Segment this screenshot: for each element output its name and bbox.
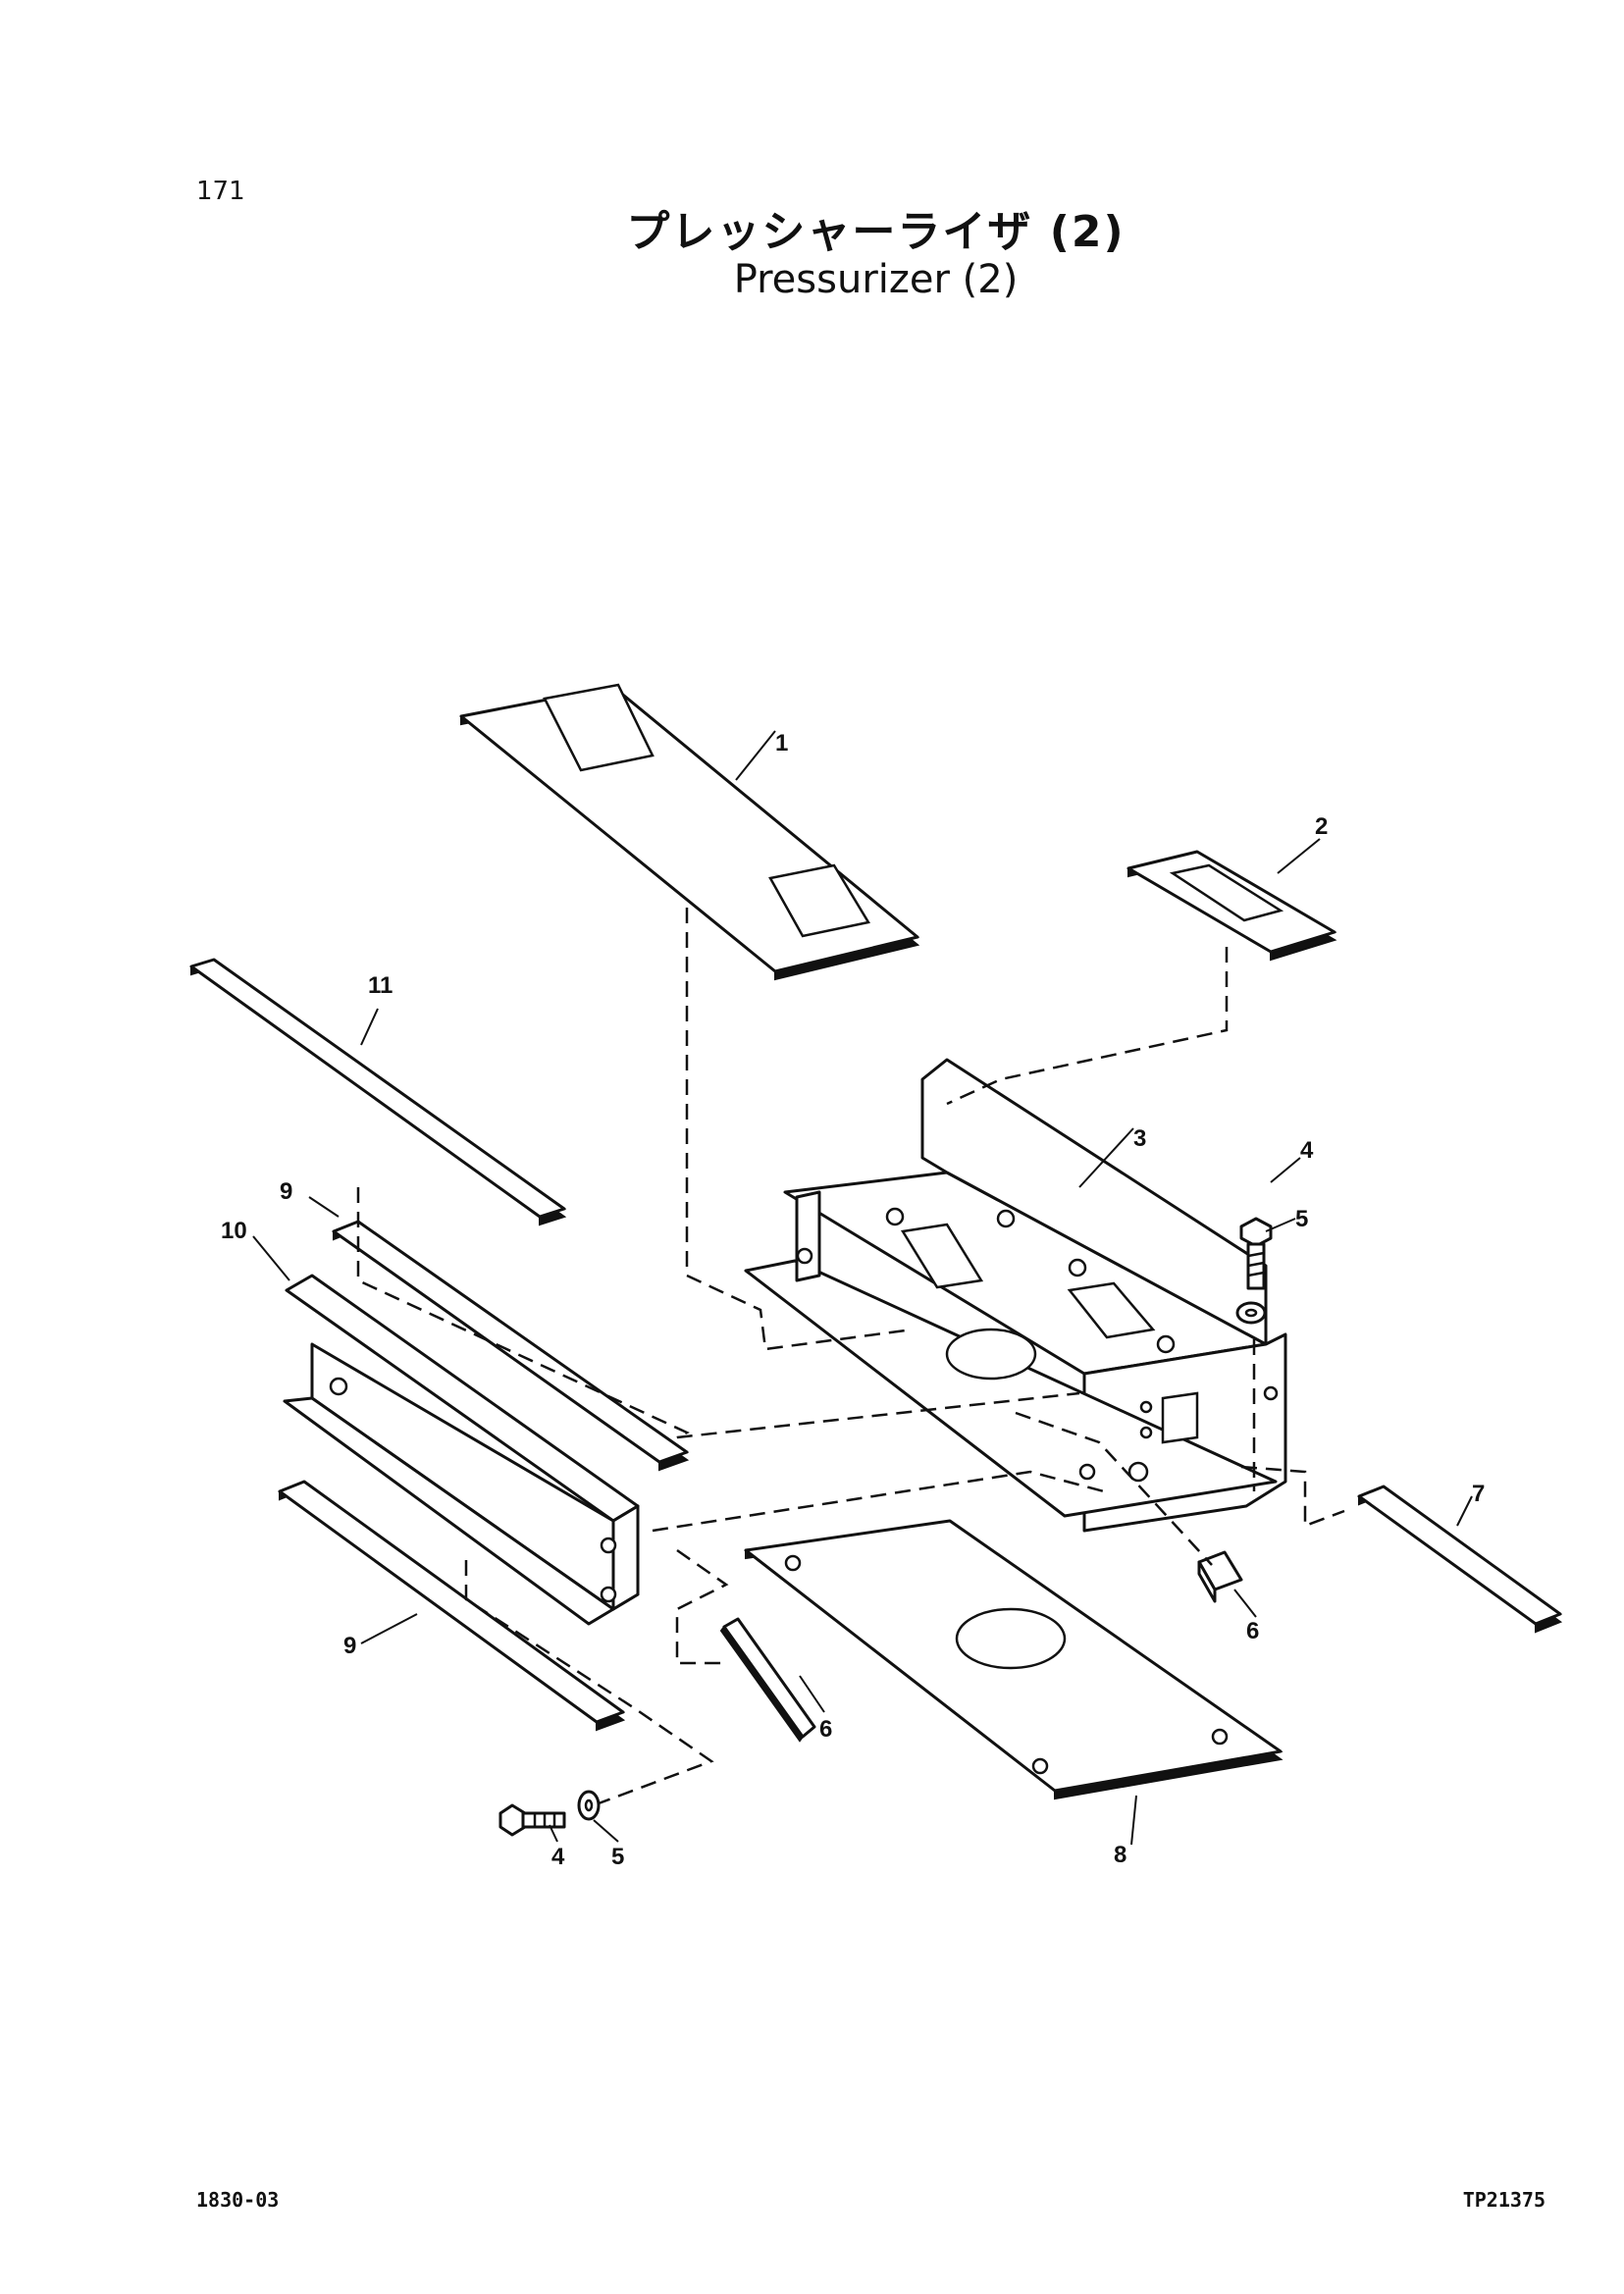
callout-9-bottom: 9 [343,1633,356,1659]
callout-4-top: 4 [1300,1137,1314,1164]
part-5-top-washer [1235,1301,1267,1325]
callout-3: 3 [1133,1125,1146,1152]
footer-doc-code: 1830-03 [196,2188,280,2212]
page-number: 171 [196,177,245,206]
part-11-strip [189,958,567,1226]
callout-1: 1 [775,730,788,756]
leader-lines [252,730,1473,1846]
callout-labels: 1 2 3 4 5 6 7 8 9 10 11 9 6 4 5 [221,730,1485,1870]
part-6-right-block [1197,1550,1243,1603]
callout-6-left: 6 [819,1716,832,1743]
callout-4-bottom: 4 [551,1844,565,1870]
assembly-lines [356,908,1345,1805]
callout-7: 7 [1472,1481,1485,1507]
part-10-channel [283,1274,640,1626]
title-japanese: プレッシャーライザ (2) [626,207,1126,257]
callout-6-right: 6 [1246,1618,1259,1644]
callout-11: 11 [368,972,393,999]
callout-5-top: 5 [1295,1206,1308,1232]
part-9-upper-strip [332,1220,690,1472]
part-8-base-plate [744,1519,1283,1800]
callout-9-top: 9 [280,1178,292,1205]
callout-8: 8 [1114,1842,1126,1868]
title-english: Pressurizer (2) [733,257,1019,302]
callout-2: 2 [1315,813,1328,840]
callout-5-bottom: 5 [611,1844,624,1870]
part-6-left-shim [719,1617,816,1743]
footer-figure-id: TP21375 [1462,2188,1545,2212]
part-4-bottom-bolt [498,1803,566,1837]
callout-10: 10 [221,1218,247,1244]
part-2-gasket [1126,850,1337,962]
part-1-cover-plate [459,683,920,981]
part-9-lower-strip [278,1480,626,1732]
part-4-top-bolt [1239,1217,1273,1290]
part-5-bottom-washer [577,1790,601,1821]
part-7-strip [1357,1485,1563,1634]
part-3-frame [744,1058,1287,1533]
